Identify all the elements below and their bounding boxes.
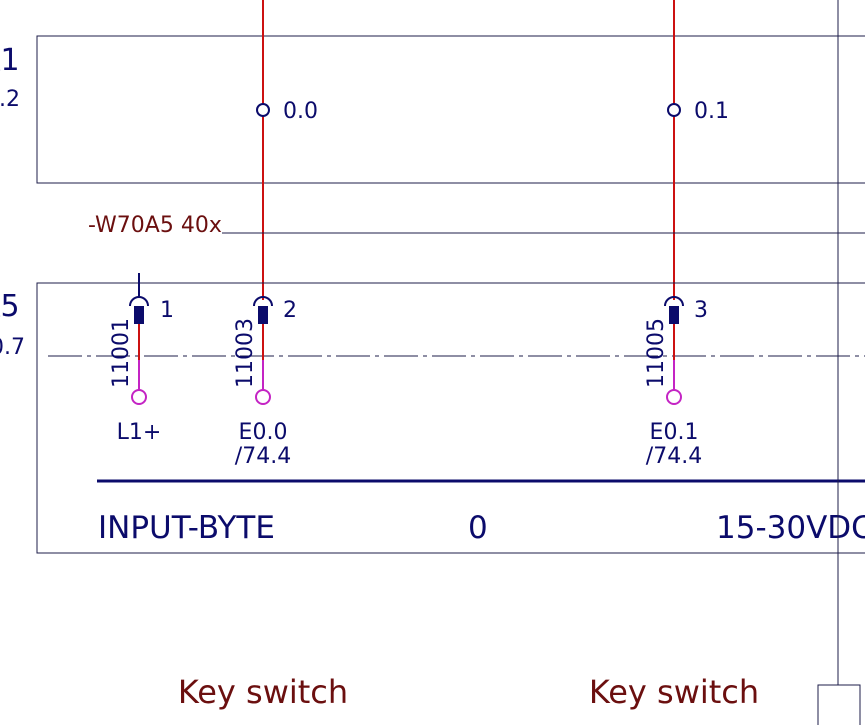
output-contact-1[interactable]	[256, 103, 270, 117]
terminal-2-pin-icon	[258, 306, 268, 324]
terminal-1-connection-point[interactable]	[131, 389, 147, 405]
module-a5-frame[interactable]	[36, 282, 865, 554]
module-type-label: INPUT-BYTE	[98, 510, 275, 546]
terminal-3-signal: E0.1	[650, 420, 699, 445]
terminal-3-connection-point[interactable]	[666, 389, 682, 405]
terminal-2-connection-point[interactable]	[255, 389, 271, 405]
module-a5-ref: 0.7	[0, 335, 25, 360]
terminal-3-plug-icon	[664, 296, 684, 307]
terminal-3[interactable]: 3 11005 E0.1 /74.4	[644, 296, 708, 469]
module-a5-tag: A5	[0, 289, 20, 324]
terminal-3-number: 3	[694, 298, 708, 323]
terminal-1[interactable]: 1 11001 L1+	[109, 273, 174, 445]
output-contact-2[interactable]	[667, 103, 681, 117]
device-box[interactable]	[817, 684, 861, 725]
terminal-2-wire-number: 11003	[233, 318, 258, 388]
terminal-3-pin-icon	[669, 306, 679, 324]
device-label-1: Key switch	[178, 673, 348, 711]
terminal-3-wire-number: 11005	[644, 318, 669, 388]
module-a1-tag: A1	[0, 43, 20, 78]
terminal-2-xref[interactable]: /74.4	[235, 444, 291, 469]
terminal-3-xref[interactable]: /74.4	[646, 444, 702, 469]
module-a1-ref: ..2	[0, 87, 20, 112]
output-label-2: 0.1	[694, 99, 729, 124]
terminal-1-number: 1	[160, 298, 174, 323]
module-voltage-label: 15-30VDC	[716, 510, 865, 546]
terminal-1-signal: L1+	[117, 420, 162, 445]
device-label-2: Key switch	[589, 673, 759, 711]
module-byte-label: 0	[468, 510, 488, 546]
terminal-1-pin-icon	[134, 306, 144, 324]
terminal-1-plug-icon	[129, 296, 149, 307]
terminal-2[interactable]: 2 11003 E0.0 /74.4	[233, 296, 297, 469]
output-label-1: 0.0	[283, 99, 318, 124]
cable-label: -W70A5 40x	[88, 213, 222, 238]
terminal-2-number: 2	[283, 298, 297, 323]
module-a1-frame[interactable]	[36, 35, 865, 184]
terminal-1-wire-number: 11001	[109, 318, 134, 388]
terminal-2-plug-icon	[253, 296, 273, 307]
terminal-2-signal: E0.0	[239, 420, 288, 445]
